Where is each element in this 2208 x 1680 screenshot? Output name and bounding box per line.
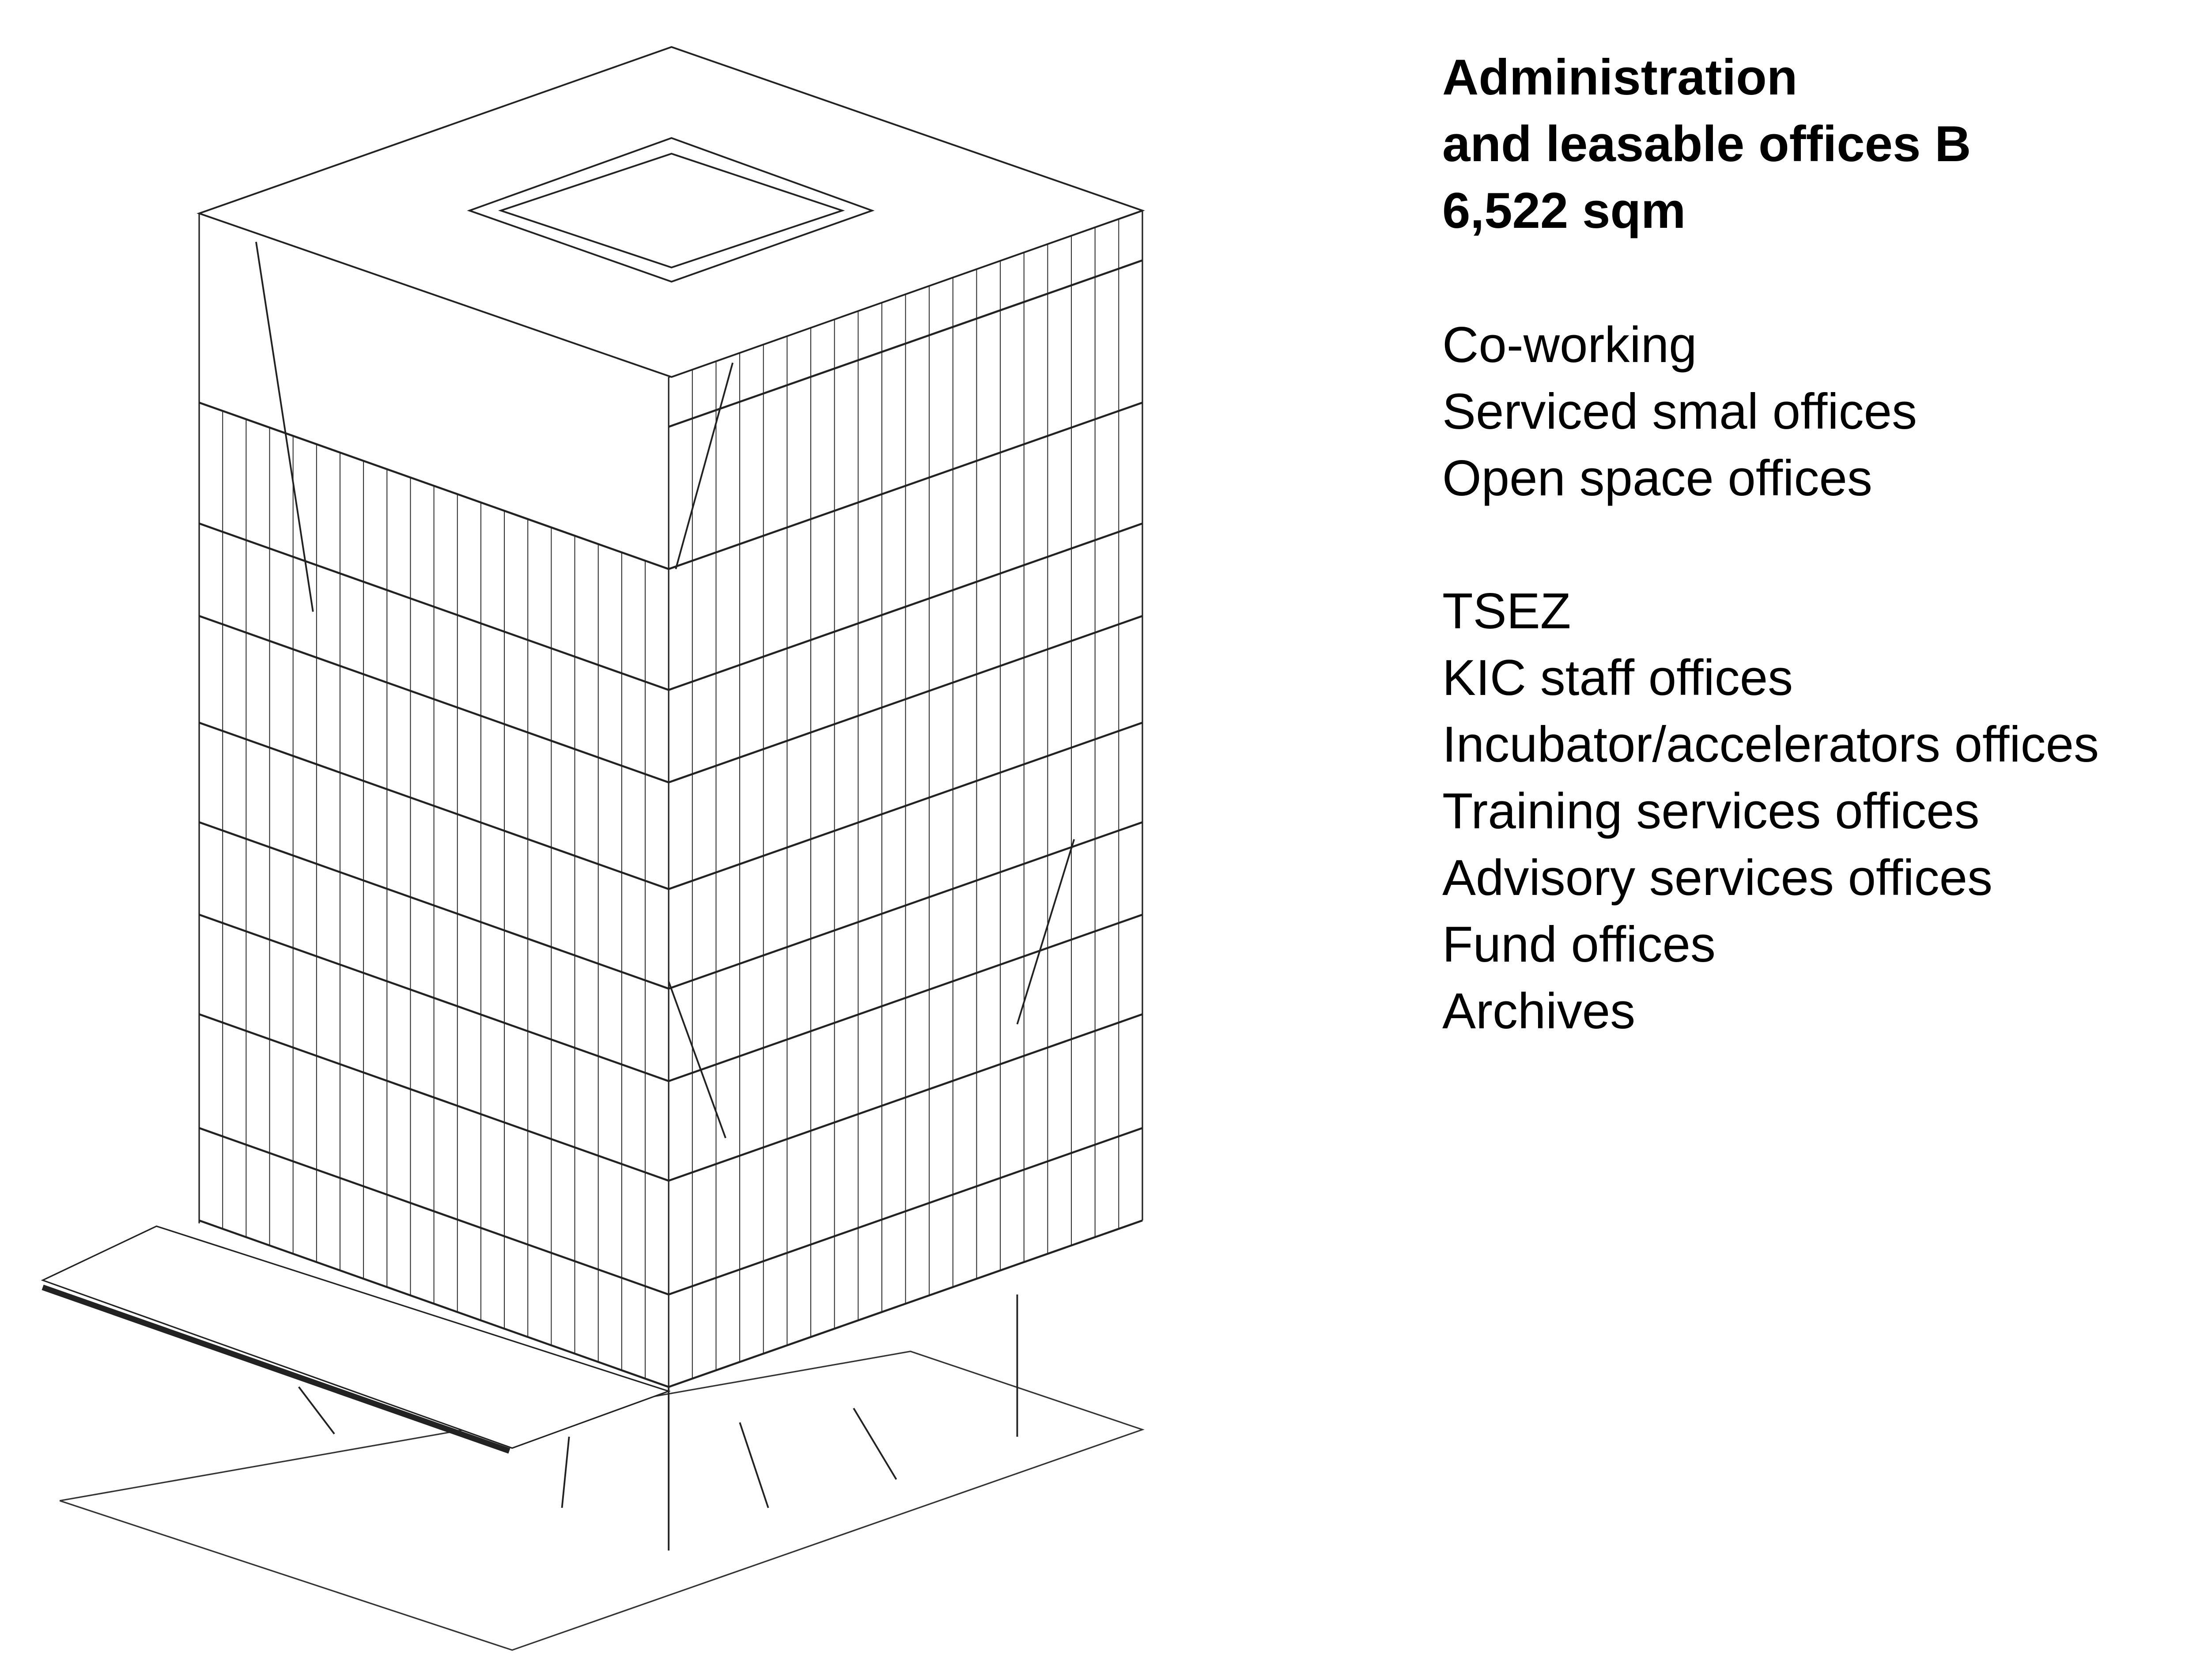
list-item: Co-working bbox=[1442, 317, 1697, 373]
list-item: Training services offices bbox=[1442, 783, 1980, 839]
structural-strut bbox=[255, 242, 314, 612]
structural-strut bbox=[1016, 839, 1075, 1025]
list-item: Incubator/accelerators offices bbox=[1442, 717, 2099, 773]
roof-slab bbox=[197, 46, 1145, 378]
list-item: Archives bbox=[1442, 983, 1636, 1039]
list-item: Open space offices bbox=[1442, 450, 1872, 506]
structural-strut bbox=[298, 1386, 335, 1435]
structural-strut bbox=[561, 1436, 570, 1508]
structural-strut bbox=[739, 1422, 769, 1508]
area-label: 6,522 sqm bbox=[1442, 183, 1686, 239]
list-item: KIC staff offices bbox=[1442, 650, 1793, 706]
building-facade bbox=[198, 209, 1143, 1551]
entrance-canopy bbox=[41, 1225, 671, 1454]
office-types-list: Co-working Serviced smal offices Open sp… bbox=[1442, 312, 1917, 512]
program-heading: Administration and leasable offices B 6,… bbox=[1442, 44, 1971, 244]
structural-strut bbox=[853, 1408, 897, 1480]
tenant-list: TSEZ KIC staff offices Incubator/acceler… bbox=[1442, 578, 2099, 1045]
list-item: TSEZ bbox=[1442, 583, 1571, 639]
heading-line: and leasable offices B bbox=[1442, 116, 1971, 172]
roof-atrium-inner bbox=[498, 153, 845, 268]
list-item: Fund offices bbox=[1442, 917, 1716, 973]
list-item: Serviced smal offices bbox=[1442, 384, 1917, 440]
structural-strut bbox=[668, 981, 726, 1139]
heading-line: Administration bbox=[1442, 49, 1798, 106]
list-item: Advisory services offices bbox=[1442, 850, 1992, 906]
structural-strut bbox=[675, 362, 734, 570]
canopy-edge bbox=[42, 1284, 510, 1454]
canopy-plate bbox=[41, 1225, 671, 1449]
